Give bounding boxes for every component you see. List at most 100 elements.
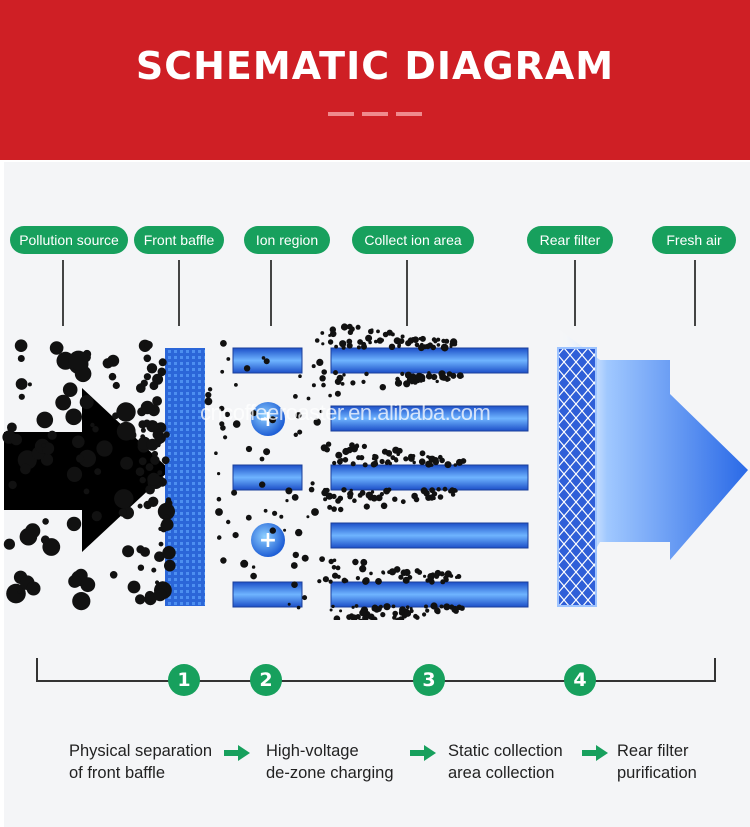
collection-plate [330,464,529,491]
particle [240,559,249,568]
particle [157,470,163,476]
particle [340,323,349,331]
particle [453,463,458,467]
particle [442,376,447,381]
step-description-2: High-voltage de-zone charging [266,740,394,784]
particle [8,480,17,490]
rear-filter-panel [557,347,597,607]
particle [361,559,368,566]
particle [441,344,449,352]
particle [306,515,310,519]
particle [118,508,127,517]
label-front-baffle: Front baffle [134,226,224,254]
particle [158,358,167,367]
particle [154,551,165,562]
particle [425,608,430,613]
particle [425,372,433,380]
particle [419,379,423,383]
particle [362,462,368,468]
particle [62,382,78,397]
particle [259,481,266,488]
particle [324,446,330,453]
particle [137,503,143,509]
particle [374,339,378,344]
particle [349,488,353,493]
particle [370,494,378,502]
particle [440,579,446,585]
particle [149,381,159,391]
particle [382,331,389,338]
description-line: High-voltage [266,742,359,760]
particle [215,508,223,516]
particle [17,355,25,362]
particle [114,489,134,509]
particle [434,339,438,343]
particle [398,617,403,620]
particle [325,492,333,500]
particle [272,510,278,516]
particle [336,374,344,382]
step-marker-3: 3 [413,664,445,696]
particle [220,369,225,374]
particle [332,558,337,563]
particle [323,497,328,502]
particle [444,573,449,578]
particle [219,421,225,427]
particle [396,447,403,454]
label-pollution-source: Pollution source [10,226,128,254]
particle [328,393,332,398]
particle [438,454,443,460]
particle [220,340,227,347]
particle [243,365,251,372]
particle [313,418,321,426]
particle [137,564,145,571]
particle [279,514,284,519]
particle [15,378,28,390]
particle [269,416,277,424]
particle [350,461,356,467]
particle [379,458,385,465]
particle [351,605,355,609]
particle [138,457,147,466]
label-collect-ion-area: Collect ion area [352,226,474,254]
particle [319,409,323,414]
pointer-line [62,260,64,326]
particle [68,574,82,588]
particle [356,455,362,461]
particle [398,609,405,616]
particle [349,442,355,449]
particle [220,557,227,564]
purification-illustration: + + [2,323,748,620]
particle [359,490,366,496]
particle [301,554,309,562]
particle [120,456,133,470]
particle [385,459,391,465]
svg-text:+: + [259,528,277,553]
particle [72,435,85,449]
particle [425,460,433,468]
particle [90,422,95,428]
particle [444,461,452,469]
particle [356,345,361,350]
description-line: area collection [448,764,555,782]
particle [109,571,118,579]
particle [214,451,218,455]
particle [437,494,444,500]
particle [341,487,347,493]
title-underline-dash [328,112,354,116]
particle [441,338,446,344]
particle [226,519,231,525]
particle [339,609,343,613]
particle [415,615,420,620]
description-line: of front baffle [69,764,166,782]
particle [352,558,359,566]
particle [6,422,17,433]
particle [424,604,428,609]
particle [122,545,135,558]
particle [418,458,426,465]
particle [40,535,50,545]
particle [379,492,384,497]
particle [251,565,256,569]
particle [427,342,434,348]
flow-arrow-icon [224,745,250,761]
